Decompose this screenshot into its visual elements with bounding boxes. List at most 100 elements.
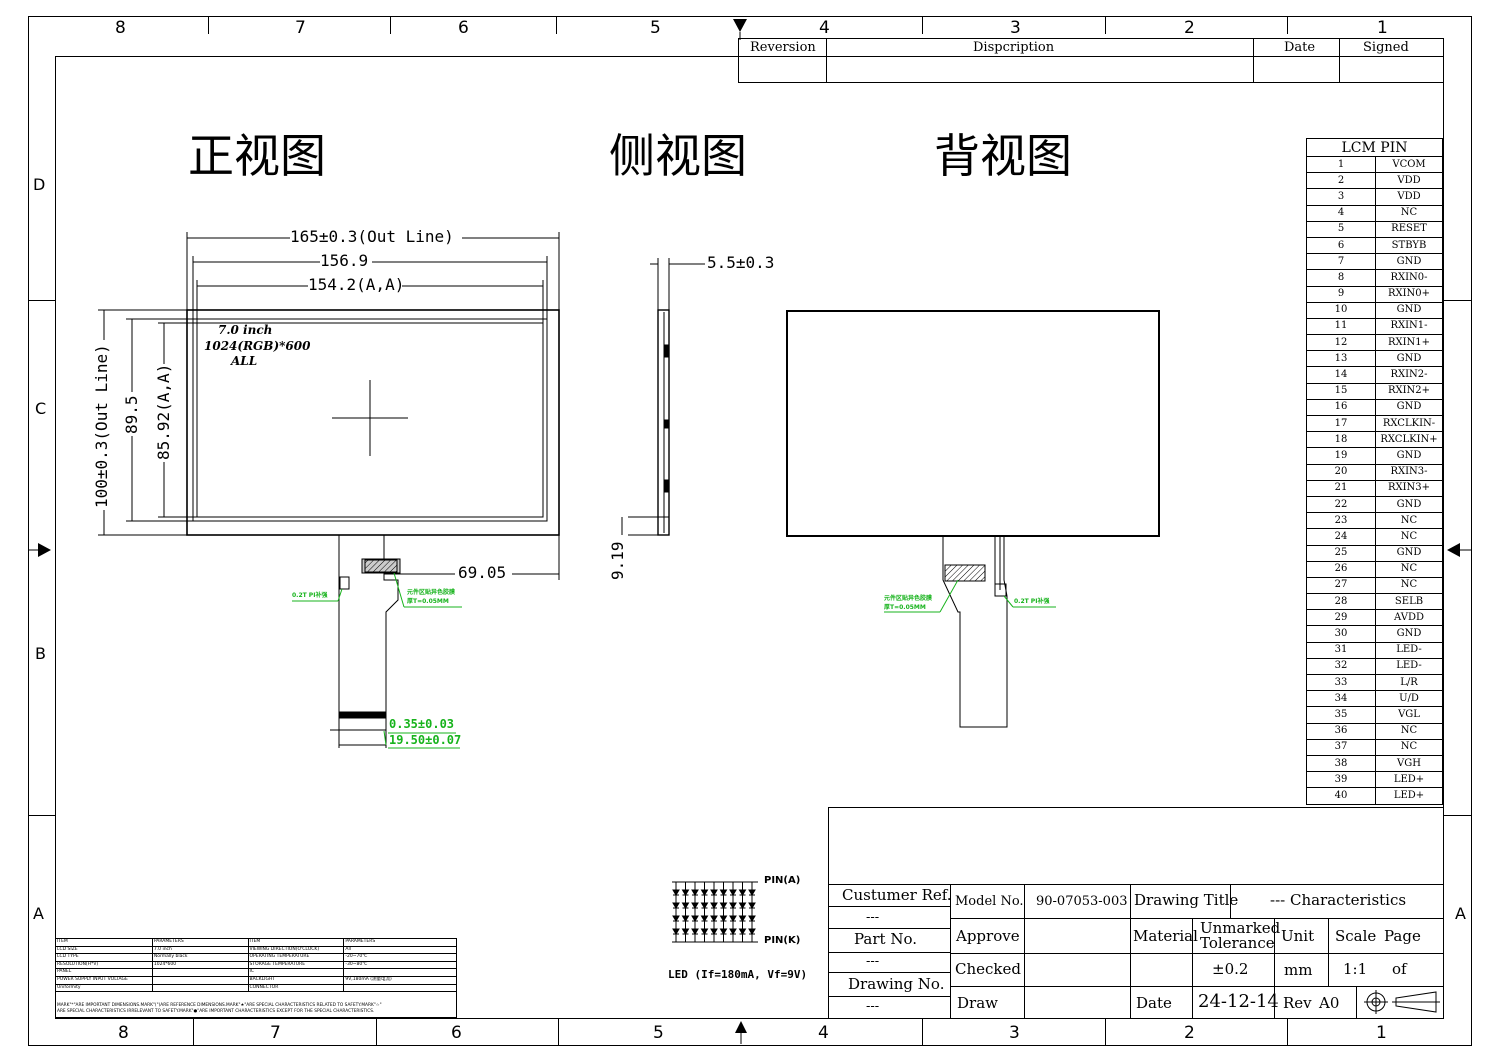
pin-signal: VDD	[1375, 188, 1443, 206]
model-no-label: Model No.	[955, 894, 1024, 909]
approve-label: Approve	[956, 927, 1020, 945]
led-diode-icon	[691, 928, 699, 935]
part-no-value: ---	[866, 954, 880, 969]
dim-aa-width: 154.2(A,A)	[308, 275, 405, 294]
drawing-title-value: --- Characteristics	[1270, 891, 1407, 909]
spec-note-1: MARK"*"ARE IMPORTANT DIMENSIONS.MARK"(")…	[57, 1003, 382, 1008]
bottom-zone-4: 4	[818, 1023, 829, 1043]
led-diode-icon	[710, 915, 718, 922]
dim-fpc-offset: 69.05	[458, 563, 507, 582]
left-zone-c: C	[35, 399, 47, 418]
led-diode-icon	[710, 902, 718, 909]
rev-label: Rev	[1283, 994, 1312, 1012]
led-diode-icon	[719, 902, 728, 909]
led-diode-icon	[672, 902, 680, 909]
model-no-value: 90-07053-003	[1036, 894, 1128, 909]
checked-label: Checked	[955, 960, 1021, 978]
drawing-title-label: Drawing Title	[1134, 891, 1239, 909]
rev-value: A0	[1319, 994, 1340, 1012]
unmarked-label-1: Unmarked	[1200, 919, 1281, 937]
customer-ref-label: Custumer Ref.	[842, 886, 952, 904]
led-diode-icon	[681, 902, 690, 909]
drawing-no-value: ---	[866, 999, 880, 1014]
top-zone-4: 4	[819, 18, 830, 38]
note-film-front-1: 元件区贴异色胶膜	[407, 589, 456, 596]
fpc-pin-last: 40	[374, 701, 383, 708]
led-diode-icon	[719, 915, 728, 922]
unit-value: mm	[1284, 961, 1313, 979]
description-label: Dispcription	[973, 40, 1055, 55]
led-diode-icon	[700, 902, 709, 909]
led-pin-cathode: PIN(K)	[764, 935, 801, 946]
left-zone-d: D	[33, 175, 46, 194]
material-label: Material	[1133, 927, 1198, 945]
led-diode-icon	[700, 915, 709, 922]
fpc-pin-first: 1	[341, 701, 346, 708]
customer-ref-value: ---	[866, 910, 880, 925]
date-value: 24-12-14	[1198, 991, 1279, 1012]
led-diode-icon	[691, 889, 699, 896]
spec-note-2: ARE SPECIAL CHARACTERISTICS IRRELEVANT T…	[57, 1009, 375, 1014]
dim-thickness: 5.5±0.3	[707, 253, 775, 272]
right-zone-a: A	[1455, 904, 1466, 923]
bottom-zone-8: 8	[118, 1023, 129, 1043]
led-diode-icon	[748, 928, 756, 935]
pin-signal: LED+	[1375, 787, 1443, 805]
label-viewing: ALL	[231, 354, 258, 368]
drawing-no-label: Drawing No.	[848, 975, 945, 993]
led-diode-icon	[710, 889, 718, 896]
dim-glass-width: 156.9	[320, 251, 369, 270]
note-film-back-2: 厚T=0.05MM	[884, 604, 926, 611]
led-diode-icon	[681, 915, 690, 922]
top-zone-1: 1	[1377, 18, 1388, 38]
top-zone-8: 8	[115, 18, 126, 38]
top-zone-7: 7	[295, 18, 306, 38]
led-diode-icon	[738, 889, 747, 896]
led-diode-icon	[672, 889, 680, 896]
page-value: of	[1392, 960, 1407, 978]
tolerance-value: ±0.2	[1212, 960, 1249, 978]
top-zone-5: 5	[650, 18, 661, 38]
label-resolution: 1024(RGB)*600	[204, 339, 311, 353]
led-diode-icon	[710, 928, 718, 935]
spec-cell: CONNECTOR	[247, 983, 345, 993]
note-film-front-2: 厚T=0.05MM	[407, 598, 449, 605]
dim-fpc-width: 19.50±0.07	[389, 733, 462, 747]
unmarked-label-2: Tolerance	[1200, 934, 1275, 952]
dim-out-line-width: 165±0.3(Out Line)	[290, 227, 454, 246]
top-zone-2: 2	[1184, 18, 1195, 38]
led-diode-icon	[719, 928, 728, 935]
led-diode-icon	[672, 928, 680, 935]
led-diode-icon	[672, 915, 680, 922]
scale-label: Scale	[1335, 927, 1377, 945]
rev-date-label: Date	[1284, 40, 1316, 55]
back-view-title: 背视图	[934, 129, 1072, 183]
led-diode-icon	[729, 889, 737, 896]
led-diode-icon	[729, 902, 737, 909]
note-film-back-1: 元件区贴异色胶膜	[884, 595, 933, 602]
dim-fpc-pitch: 0.35±0.03	[389, 717, 455, 731]
unit-label: Unit	[1281, 927, 1315, 945]
part-no-label: Part No.	[854, 930, 917, 948]
pin-number: 40	[1306, 787, 1376, 805]
led-spec: LED (If=180mA, Vf=9V)	[668, 968, 808, 981]
